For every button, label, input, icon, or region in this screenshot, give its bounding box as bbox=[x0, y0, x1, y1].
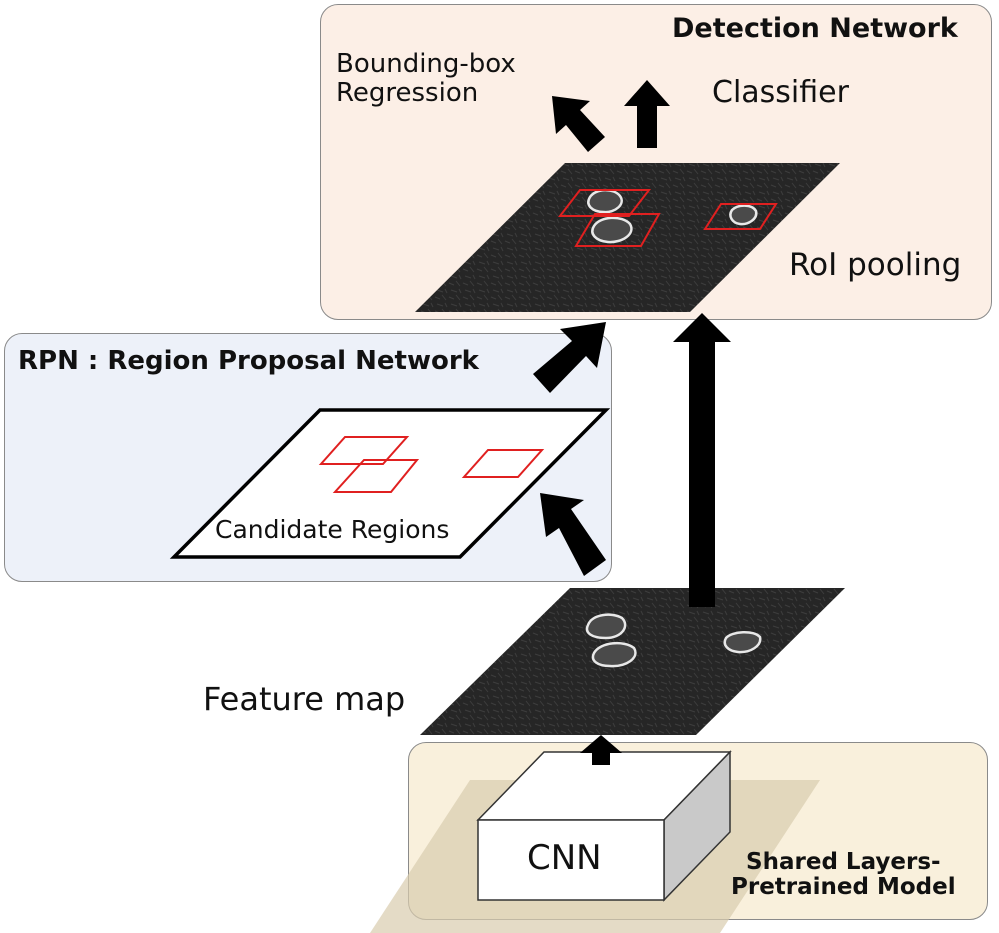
candidate-boxes bbox=[318, 436, 545, 493]
rpn-title: RPN : Region Proposal Network bbox=[18, 346, 479, 376]
shared-line-1: Shared Layers- bbox=[746, 849, 941, 875]
roi-pooling-label: RoI pooling bbox=[789, 247, 962, 283]
feature-map-label: Feature map bbox=[203, 680, 406, 718]
detection-network-title: Detection Network bbox=[672, 13, 958, 44]
arrow-cnn-to-feature bbox=[580, 735, 622, 765]
bbox-line-2: Regression bbox=[336, 77, 479, 108]
cnn-label: CNN bbox=[527, 838, 602, 878]
arrow-rpn-to-roi bbox=[533, 322, 606, 393]
arrows bbox=[533, 80, 731, 765]
arrow-to-bbox-regression bbox=[552, 96, 605, 152]
roi-boxes bbox=[557, 189, 778, 247]
arrow-to-classifier bbox=[624, 80, 670, 148]
classifier-label: Classifier bbox=[712, 75, 849, 110]
shared-line-2: Pretrained Model bbox=[731, 874, 956, 901]
cnn-box bbox=[476, 750, 732, 902]
bbox-line-1: Bounding-box bbox=[336, 49, 516, 79]
arrow-feature-to-rpn bbox=[540, 493, 606, 576]
shared-layers-title: Shared Layers- Pretrained Model bbox=[731, 849, 956, 901]
bounding-box-regression-label: Bounding-box Regression bbox=[336, 50, 516, 107]
feature-map bbox=[420, 588, 845, 735]
candidate-regions-label: Candidate Regions bbox=[215, 515, 450, 544]
arrow-feature-to-roi bbox=[673, 313, 731, 607]
feature-blobs bbox=[585, 613, 762, 668]
candidate-regions-plane bbox=[169, 408, 611, 559]
